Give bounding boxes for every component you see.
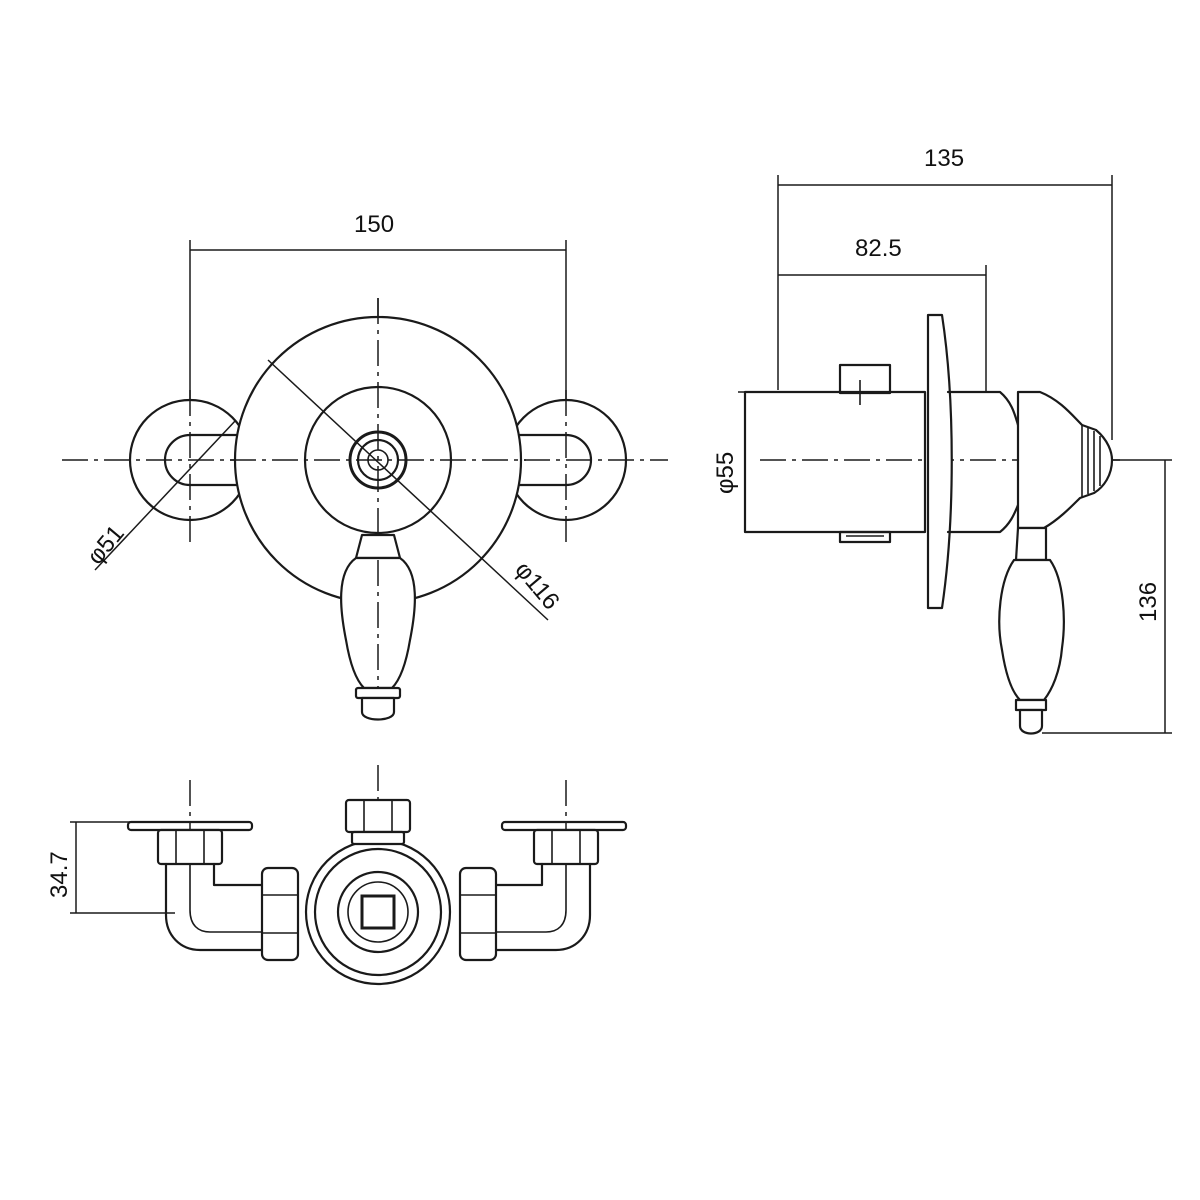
side-lever-handle bbox=[998, 558, 1065, 702]
left-elbow-curve bbox=[189, 864, 268, 933]
right-elbow-inner bbox=[488, 862, 544, 887]
front-view: 150 φ51 φ116 bbox=[62, 211, 668, 721]
right-inlet-nut bbox=[532, 828, 600, 866]
left-union-nut bbox=[260, 866, 300, 962]
valve-body bbox=[743, 390, 927, 534]
bottom-square-drive bbox=[360, 894, 396, 930]
side-lever-tip bbox=[1018, 708, 1044, 735]
lever-neck bbox=[354, 533, 402, 560]
depth-plate-label: 82.5 bbox=[855, 235, 902, 262]
top-port bbox=[838, 363, 892, 395]
side-view: 135 82.5 φ55 13 bbox=[712, 145, 1172, 735]
width-dimension-label: 150 bbox=[354, 211, 394, 238]
left-elbow bbox=[164, 862, 270, 952]
spindle-inner bbox=[356, 438, 400, 482]
outlet-collar bbox=[350, 830, 406, 846]
side-boss-lower bbox=[946, 503, 1020, 534]
handle-housing bbox=[1016, 390, 1114, 530]
left-inlet-slot bbox=[163, 433, 238, 487]
side-lever-neck bbox=[1014, 526, 1048, 562]
left-elbow-inner bbox=[212, 862, 270, 887]
right-elbow-curve bbox=[490, 864, 567, 933]
bottom-port bbox=[838, 530, 892, 544]
bottom-view: 34.7 bbox=[46, 765, 628, 986]
lever-tip-knob bbox=[360, 696, 396, 721]
large-dia-leader bbox=[267, 359, 549, 621]
side-lever-collar bbox=[1014, 698, 1048, 712]
side-boss bbox=[946, 390, 1020, 427]
right-wall-flange bbox=[500, 820, 628, 832]
right-inlet-slot bbox=[518, 433, 593, 487]
large-dia-label: φ116 bbox=[509, 557, 564, 616]
side-backplate bbox=[926, 313, 953, 610]
bottom-body-bore bbox=[347, 881, 409, 943]
small-dia-label: φ51 bbox=[82, 520, 130, 570]
spindle-core bbox=[367, 449, 389, 471]
lever-tip-collar bbox=[354, 686, 402, 700]
outlet-nut bbox=[344, 798, 412, 834]
depth-total-label: 135 bbox=[924, 145, 964, 172]
right-elbow bbox=[488, 862, 592, 952]
small-dia-leader bbox=[94, 419, 237, 571]
inner-boss-circle bbox=[303, 385, 453, 535]
bottom-body-inner bbox=[336, 870, 420, 954]
bottom-body-outer bbox=[304, 838, 452, 986]
right-union-nut bbox=[458, 866, 498, 962]
left-inlet-nut bbox=[156, 828, 224, 866]
offset-label: 34.7 bbox=[46, 851, 73, 898]
spindle-outer bbox=[348, 430, 408, 490]
body-dia-label: φ55 bbox=[712, 452, 739, 494]
bottom-body-ring bbox=[313, 847, 443, 977]
lever-drop-label: 136 bbox=[1135, 582, 1162, 622]
